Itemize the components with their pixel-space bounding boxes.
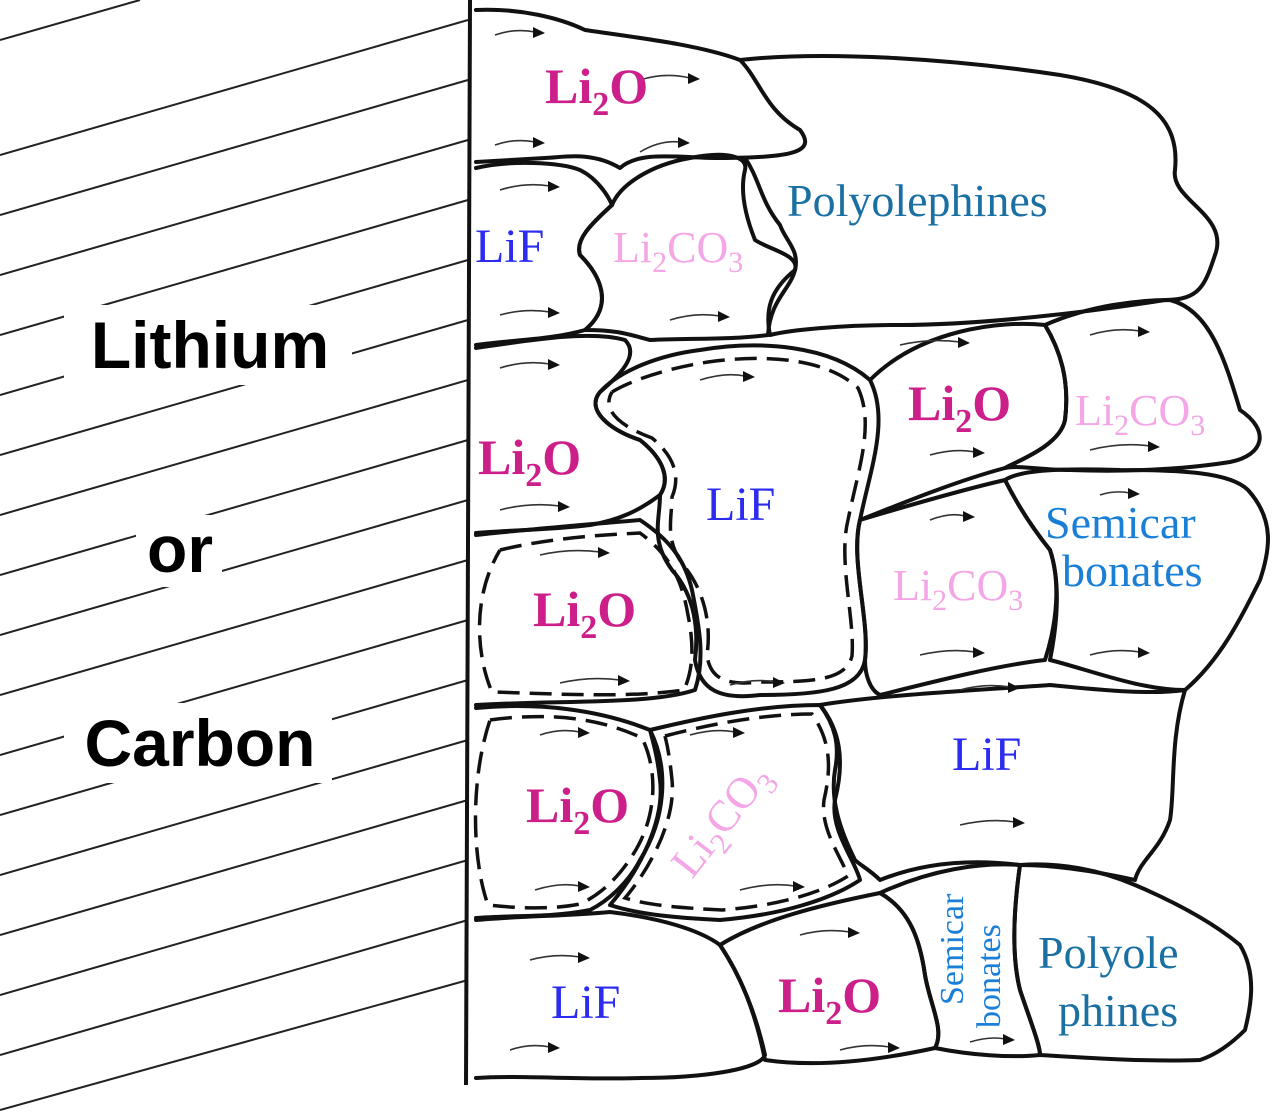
label-lif-2: LiF <box>706 478 775 531</box>
label-li2o-1: Li2O <box>545 58 648 123</box>
grain-lif-center <box>593 343 881 699</box>
label-lif-4: LiF <box>551 976 620 1029</box>
label-li2o-2: Li2O <box>908 375 1011 440</box>
organic-labels: Polyolephines Polyole phines Semicar bon… <box>787 175 1203 1036</box>
electrode-surface <box>464 0 472 1086</box>
label-li2co3-4: Li2CO3 <box>661 753 785 890</box>
label-li2o-6: Li2O <box>778 967 881 1032</box>
lif-labels: LiF LiF LiF LiF <box>475 220 1021 1029</box>
grain-li2co3-diagonal-dashed-shell <box>621 712 851 912</box>
label-li2o-4: Li2O <box>533 581 636 646</box>
flow-arrows <box>494 27 1160 1053</box>
label-li2co3-1: Li2CO3 <box>613 223 743 279</box>
label-bonates-vertical: bonates <box>971 924 1008 1028</box>
grain-li2o-lower-left <box>474 518 703 707</box>
grain-polyolephines-bottom <box>1012 862 1254 1063</box>
label-lif-3: LiF <box>952 728 1021 781</box>
label-li2o-3: Li2O <box>478 429 581 494</box>
grain-li2co3-middle <box>855 478 1059 697</box>
grain-li2co3-upper <box>577 152 798 342</box>
grain-li2o-lower-left-dashed-shell <box>477 531 694 697</box>
grain-lif-bottom <box>474 910 767 1081</box>
grain-semicarbonates-right <box>1003 467 1270 692</box>
label-bonates: bonates <box>1062 545 1203 596</box>
electrode-label-or: or <box>147 512 213 586</box>
label-phines: phines <box>1058 985 1178 1036</box>
li2o-labels: Li2O Li2O Li2O Li2O Li2O Li2O <box>478 58 1011 1032</box>
grain-lif-center-dashed-shell <box>607 356 867 685</box>
grain-li2co3-right <box>1003 298 1262 473</box>
label-semicar-vertical: Semicar <box>934 893 971 1005</box>
electrode-label-carbon: Carbon <box>85 706 316 780</box>
electrode-hatching <box>0 0 469 1111</box>
label-semicar: Semicar <box>1045 497 1196 548</box>
label-li2co3-2: Li2CO3 <box>1075 386 1205 442</box>
label-lif-1: LiF <box>475 220 544 273</box>
label-polyolephines: Polyolephines <box>787 175 1048 226</box>
label-li2co3-3: Li2CO3 <box>893 561 1023 617</box>
label-li2o-5: Li2O <box>526 777 629 842</box>
grain-lif-right <box>818 683 1187 882</box>
label-polyole: Polyole <box>1038 927 1179 978</box>
sei-grains <box>473 7 1270 1081</box>
grain-li2o-bottom-left-dashed-shell <box>473 714 655 910</box>
electrode-label-lithium: Lithium <box>91 308 329 382</box>
grain-li2o-top <box>474 7 808 170</box>
